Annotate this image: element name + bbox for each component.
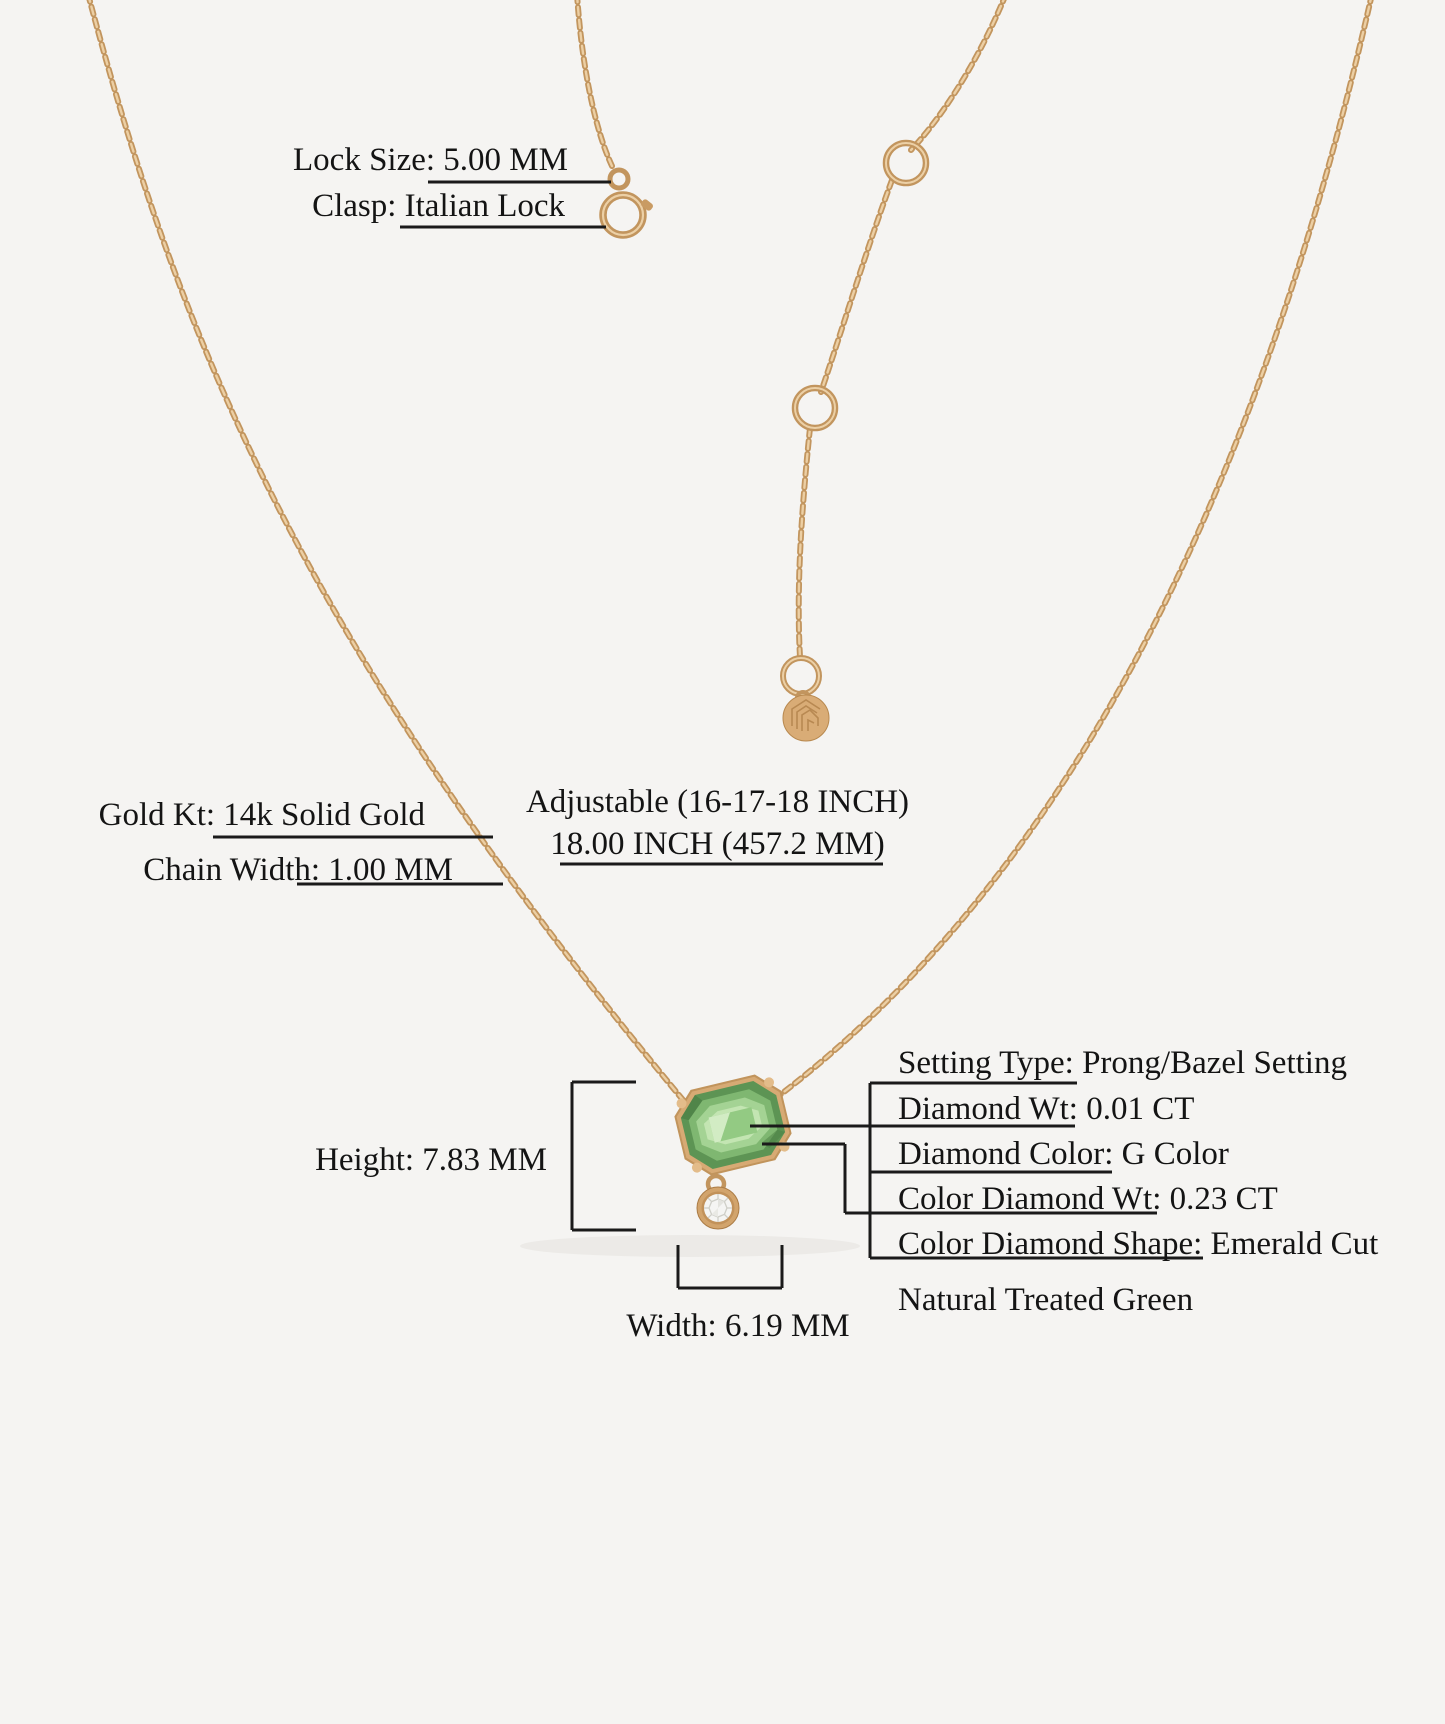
total-length-label: 18.00 INCH (457.2 MM) bbox=[550, 826, 885, 862]
callout-lines bbox=[213, 180, 1203, 1290]
extender-ring-highlight bbox=[782, 657, 820, 695]
color-diamond-wt-label: Color Diamond Wt: 0.23 CT bbox=[898, 1181, 1278, 1217]
color-diamond-shape-label: Color Diamond Shape: Emerald Cut bbox=[898, 1226, 1379, 1262]
chain-clasp-strand bbox=[574, 0, 615, 169]
treatment-label: Natural Treated Green bbox=[898, 1282, 1194, 1318]
extender-ring-highlight bbox=[885, 142, 927, 184]
clasp-lever bbox=[641, 199, 653, 211]
extender-ring-highlight bbox=[794, 387, 836, 429]
necklace-chain bbox=[86, 0, 1374, 1109]
extender-rings bbox=[780, 139, 930, 697]
pendant-gemstone bbox=[674, 1074, 792, 1176]
height-label: Height: 7.83 MM bbox=[315, 1142, 547, 1178]
width-label: Width: 6.19 MM bbox=[626, 1308, 850, 1344]
diamond-wt-label: Diamond Wt: 0.01 CT bbox=[898, 1091, 1195, 1127]
chain-right-strand bbox=[773, 0, 1374, 1101]
chain-left-strand bbox=[86, 0, 691, 1109]
gold-kt-label: Gold Kt: 14k Solid Gold bbox=[98, 797, 425, 833]
diamond-color-label: Diamond Color: G Color bbox=[898, 1136, 1229, 1172]
lock-size-label: Lock Size: 5.00 MM bbox=[293, 142, 568, 178]
spec-callout-frame bbox=[750, 1081, 1203, 1260]
prong-icon bbox=[676, 1077, 790, 1173]
chain-extender-strand bbox=[795, 0, 1007, 660]
clasp-icon bbox=[599, 167, 653, 239]
height-bracket bbox=[570, 1080, 636, 1232]
drop-diamond-icon bbox=[696, 1186, 740, 1230]
brand-disc-icon bbox=[782, 690, 830, 742]
chain-width-label: Chain Width: 1.00 MM bbox=[143, 852, 453, 888]
adjustable-length-label: Adjustable (16-17-18 INCH) bbox=[525, 784, 910, 820]
pendant bbox=[674, 1074, 792, 1230]
setting-type-label: Setting Type: Prong/Bazel Setting bbox=[898, 1045, 1347, 1081]
clasp-label: Clasp: Italian Lock bbox=[312, 188, 565, 224]
pendant-shadow bbox=[520, 1235, 860, 1257]
width-bracket bbox=[676, 1245, 784, 1290]
